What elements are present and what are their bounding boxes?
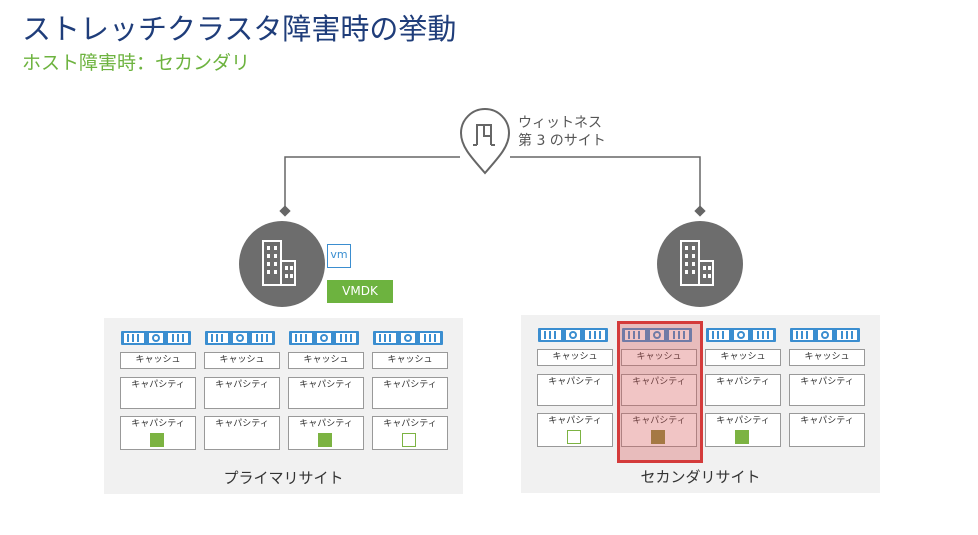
capacity-disk-2: キャパシティ bbox=[621, 413, 697, 447]
vmdk-component-icon bbox=[318, 433, 332, 447]
capacity-disk-1: キャパシティ bbox=[372, 377, 448, 409]
server-icon bbox=[120, 330, 196, 346]
host-1: キャッシュキャパシティキャパシティ bbox=[537, 327, 613, 447]
cache-disk: キャッシュ bbox=[372, 352, 448, 369]
capacity-disk-2-label: キャパシティ bbox=[383, 419, 437, 429]
cache-disk: キャッシュ bbox=[789, 349, 865, 366]
capacity-disk-1: キャパシティ bbox=[288, 377, 364, 409]
server-icon bbox=[537, 327, 613, 343]
server-icon bbox=[372, 330, 448, 346]
server-icon bbox=[204, 330, 280, 346]
capacity-disk-1: キャパシティ bbox=[705, 374, 781, 406]
witness-label: ウィットネス 第 3 のサイト bbox=[518, 114, 606, 150]
vmdk-badge: VMDK bbox=[327, 280, 393, 303]
capacity-disk-2: キャパシティ bbox=[789, 413, 865, 447]
cache-disk: キャッシュ bbox=[204, 352, 280, 369]
host-4: キャッシュキャパシティキャパシティ bbox=[372, 330, 448, 450]
link-primary-node bbox=[279, 205, 291, 217]
capacity-disk-2: キャパシティ bbox=[537, 413, 613, 447]
link-secondary-node bbox=[694, 205, 706, 217]
link-to-secondary bbox=[510, 156, 701, 212]
page-title: ストレッチクラスタ障害時の挙動 bbox=[22, 12, 457, 46]
primary-site: キャッシュキャパシティキャパシティキャッシュキャパシティキャパシティキャッシュキ… bbox=[104, 318, 463, 494]
cache-disk: キャッシュ bbox=[120, 352, 196, 369]
capacity-disk-2-label: キャパシティ bbox=[548, 416, 602, 426]
witness-label-line2: 第 3 のサイト bbox=[518, 133, 606, 149]
secondary-building-icon bbox=[657, 221, 743, 307]
host-4: キャッシュキャパシティキャパシティ bbox=[789, 327, 865, 447]
primary-site-label: プライマリサイト bbox=[223, 469, 344, 487]
vmdk-component-icon bbox=[651, 430, 665, 444]
capacity-disk-2: キャパシティ bbox=[120, 416, 196, 450]
host-2: キャッシュキャパシティキャパシティ bbox=[617, 321, 703, 463]
capacity-disk-2: キャパシティ bbox=[372, 416, 448, 450]
failed-host-highlight bbox=[617, 321, 703, 463]
capacity-disk-2-label: キャパシティ bbox=[800, 416, 854, 426]
capacity-disk-1: キャパシティ bbox=[621, 374, 697, 406]
host-1: キャッシュキャパシティキャパシティ bbox=[120, 330, 196, 450]
cache-disk: キャッシュ bbox=[621, 349, 697, 366]
capacity-disk-2-label: キャパシティ bbox=[632, 416, 686, 426]
witness-label-line1: ウィットネス bbox=[518, 115, 602, 131]
capacity-disk-2-label: キャパシティ bbox=[716, 416, 770, 426]
witness-pin-icon bbox=[459, 108, 511, 175]
page-subtitle: ホスト障害時：セカンダリ bbox=[22, 52, 251, 74]
cache-disk: キャッシュ bbox=[705, 349, 781, 366]
capacity-disk-2: キャパシティ bbox=[204, 416, 280, 450]
host-3: キャッシュキャパシティキャパシティ bbox=[705, 327, 781, 447]
capacity-disk-1: キャパシティ bbox=[789, 374, 865, 406]
capacity-disk-2: キャパシティ bbox=[288, 416, 364, 450]
capacity-disk-2: キャパシティ bbox=[705, 413, 781, 447]
secondary-site: キャッシュキャパシティキャパシティキャッシュキャパシティキャパシティキャッシュキ… bbox=[521, 315, 880, 493]
server-icon bbox=[288, 330, 364, 346]
link-to-primary bbox=[284, 156, 460, 212]
vmdk-component-icon bbox=[735, 430, 749, 444]
host-3: キャッシュキャパシティキャパシティ bbox=[288, 330, 364, 450]
capacity-disk-2-label: キャパシティ bbox=[131, 419, 185, 429]
vmdk-component-icon bbox=[567, 430, 581, 444]
server-icon bbox=[789, 327, 865, 343]
capacity-disk-1: キャパシティ bbox=[537, 374, 613, 406]
server-icon bbox=[705, 327, 781, 343]
server-icon bbox=[621, 327, 697, 343]
capacity-disk-1: キャパシティ bbox=[204, 377, 280, 409]
secondary-site-label: セカンダリサイト bbox=[640, 468, 761, 486]
primary-building-icon bbox=[239, 221, 325, 307]
host-2: キャッシュキャパシティキャパシティ bbox=[204, 330, 280, 450]
cache-disk: キャッシュ bbox=[537, 349, 613, 366]
vmdk-component-icon bbox=[150, 433, 164, 447]
capacity-disk-2-label: キャパシティ bbox=[215, 419, 269, 429]
capacity-disk-2-label: キャパシティ bbox=[299, 419, 353, 429]
capacity-disk-1: キャパシティ bbox=[120, 377, 196, 409]
cache-disk: キャッシュ bbox=[288, 352, 364, 369]
vmdk-component-icon bbox=[402, 433, 416, 447]
vm-badge: vm bbox=[327, 244, 351, 268]
